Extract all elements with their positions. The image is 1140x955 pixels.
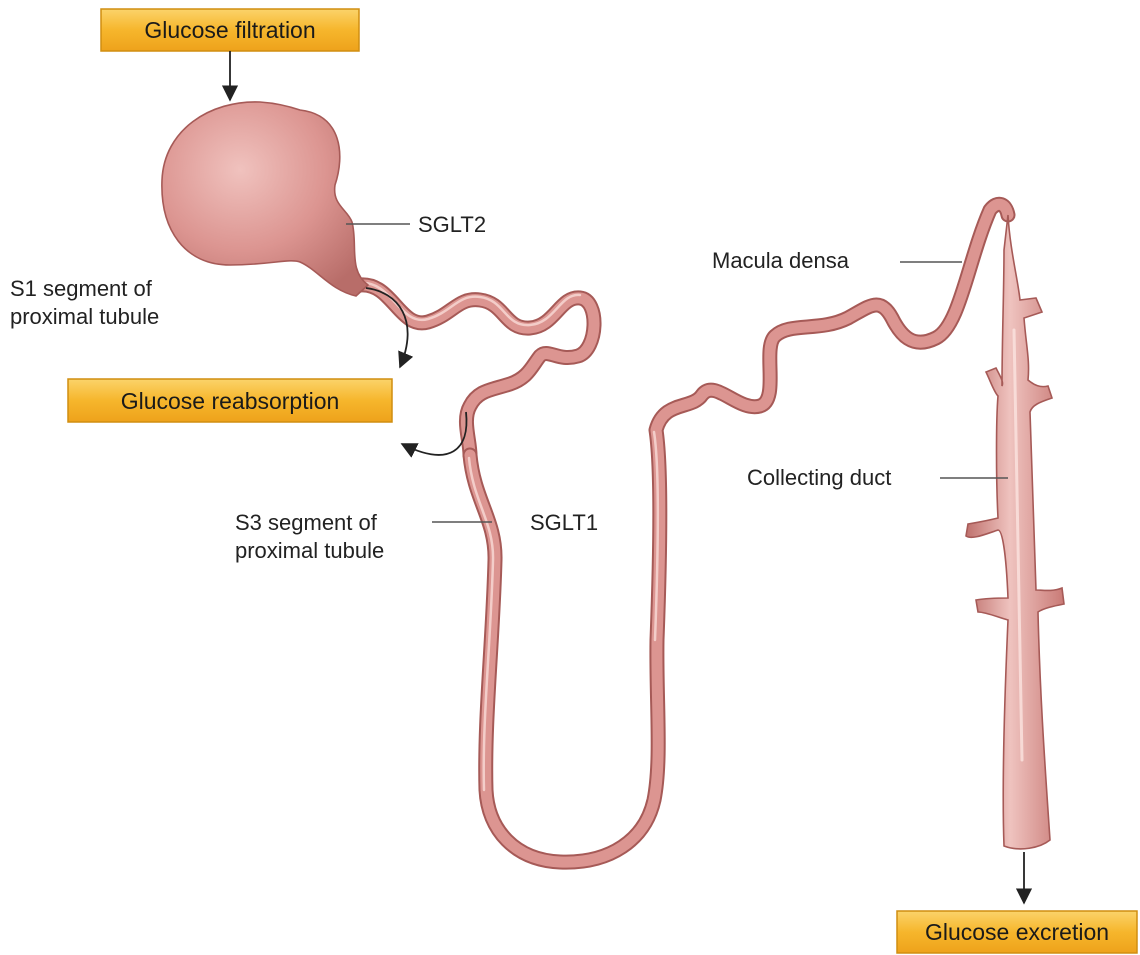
proximal-convoluted-tubule: [360, 283, 594, 455]
s3-segment-label-line1: S3 segment of: [235, 510, 378, 535]
s1-segment-label-line1: S1 segment of: [10, 276, 153, 301]
glucose-reabsorption-box: Glucose reabsorption: [68, 379, 392, 422]
glucose-filtration-box: Glucose filtration: [101, 9, 359, 51]
macula-densa-label: Macula densa: [712, 248, 850, 273]
sglt1-label: SGLT1: [530, 510, 598, 535]
bowmans-capsule: [162, 102, 368, 296]
glucose-reabsorption-label: Glucose reabsorption: [121, 388, 340, 414]
s3-reabsorption-arrow: [402, 412, 466, 455]
glucose-excretion-box: Glucose excretion: [897, 911, 1137, 953]
glucose-filtration-label: Glucose filtration: [144, 17, 315, 43]
s1-segment-label-line2: proximal tubule: [10, 304, 159, 329]
s3-segment-label-line2: proximal tubule: [235, 538, 384, 563]
collecting-duct: [966, 215, 1064, 849]
sglt2-label: SGLT2: [418, 212, 486, 237]
glucose-excretion-label: Glucose excretion: [925, 919, 1109, 945]
collecting-duct-label: Collecting duct: [747, 465, 891, 490]
